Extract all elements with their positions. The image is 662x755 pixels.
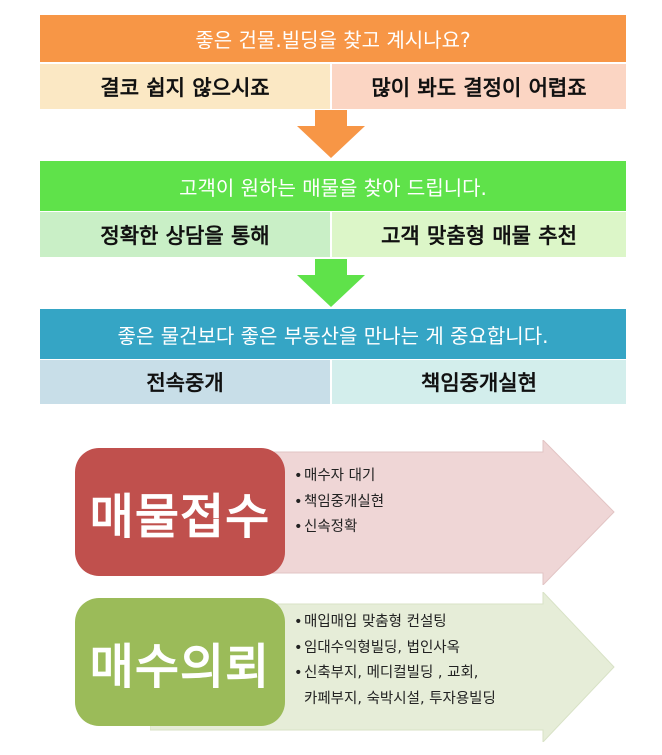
step1-right-box: 많이 봐도 결정이 어렵죠 xyxy=(332,64,626,109)
step2-left-box: 정확한 상담을 통해 xyxy=(40,212,332,257)
list-item: •매입매입 맞춤형 컨설팅 xyxy=(294,614,447,630)
step3-right-label: 책임중개실현 xyxy=(421,371,537,395)
purchase-label-box: 매수의뢰 xyxy=(75,598,285,726)
step1-left-box: 결코 쉽지 않으시죠 xyxy=(40,64,332,109)
list-item-continued: 카페부지, 숙박시설, 투자용빌딩 xyxy=(304,690,496,707)
list-item: •신속정확 xyxy=(294,519,358,535)
step3-right-box: 책임중개실현 xyxy=(332,360,626,404)
step2-left-label: 정확한 상담을 통해 xyxy=(100,223,270,248)
step3-banner: 좋은 물건보다 좋은 부동산을 만나는 게 중요합니다. xyxy=(40,309,626,359)
down-arrow-icon xyxy=(297,110,365,158)
step1-banner: 좋은 건물.빌딩을 찾고 계시나요? xyxy=(40,15,626,62)
list-item: •매수자 대기 xyxy=(294,468,376,484)
down-arrow-icon xyxy=(297,259,365,307)
list-item: •신축부지, 메디컬빌딩 , 교회, xyxy=(294,665,479,681)
purchase-label: 매수의뢰 xyxy=(89,639,271,695)
list-item: •책임중개실현 xyxy=(294,493,385,510)
step1-title: 좋은 건물.빌딩을 찾고 계시나요? xyxy=(195,28,471,52)
listing-bullet-list: •매수자 대기 •책임중개실현 •신속정확 xyxy=(294,464,384,541)
step3-title: 좋은 물건보다 좋은 부동산을 만나는 게 중요합니다. xyxy=(117,323,549,348)
step2-banner: 고객이 원하는 매물을 찾아 드립니다. xyxy=(40,161,626,211)
step2-right-box: 고객 맞춤형 매물 추천 xyxy=(332,212,626,257)
step1-left-label: 결코 쉽지 않으시죠 xyxy=(100,75,270,100)
listing-label-box: 매물접수 xyxy=(75,448,285,576)
listing-label: 매물접수 xyxy=(89,489,271,545)
step1-right-label: 많이 봐도 결정이 어렵죠 xyxy=(371,75,587,100)
step2-title: 고객이 원하는 매물을 찾아 드립니다. xyxy=(179,175,487,200)
step3-left-box: 전속중개 xyxy=(40,360,332,404)
list-item: •임대수익형빌딩, 법인사옥 xyxy=(294,639,460,656)
step2-right-label: 고객 맞춤형 매물 추천 xyxy=(381,223,577,248)
step3-left-label: 전속중개 xyxy=(146,371,224,395)
purchase-bullet-list: •매입매입 맞춤형 컨설팅 •임대수익형빌딩, 법인사옥 •신축부지, 메디컬빌… xyxy=(294,610,496,712)
